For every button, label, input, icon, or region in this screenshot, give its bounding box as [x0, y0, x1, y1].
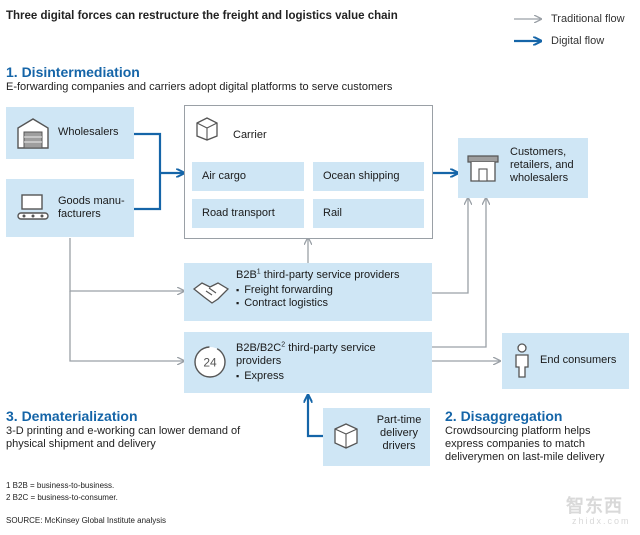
- wholesalers-box: Wholesalers: [6, 107, 134, 159]
- b2b-item-contract: Contract logistics: [236, 297, 333, 310]
- customers-label: Customers, retailers, and wholesalers: [510, 146, 574, 184]
- section-3-title: 3. Dematerialization: [6, 408, 138, 424]
- section-2-title: 2. Disaggregation: [445, 408, 563, 424]
- customers-box: Customers, retailers, and wholesalers: [458, 138, 588, 198]
- traditional-flow-down-left-2: [69, 291, 184, 361]
- section-1-title: 1. Disintermediation: [6, 64, 140, 80]
- b2b-items: Freight forwarding Contract logistics: [236, 284, 333, 310]
- b2b-title: B2B1 third-party service providers: [236, 268, 400, 282]
- road-transport-label: Road transport: [202, 207, 275, 219]
- air-cargo-box: Air cargo: [192, 162, 304, 191]
- factory-conveyor-icon: [17, 194, 49, 220]
- svg-text:24: 24: [203, 356, 217, 370]
- manufacturers-label: Goods manu- facturers: [58, 195, 125, 220]
- b2b-item-freight: Freight forwarding: [236, 284, 333, 297]
- rail-label: Rail: [323, 207, 342, 219]
- footnote-1: 1 B2B = business-to-business.: [6, 481, 115, 490]
- traditional-flow-b2b-customers: [432, 198, 468, 294]
- b2c-item-express: Express: [236, 370, 284, 383]
- air-cargo-label: Air cargo: [202, 170, 247, 182]
- carrier-group: Carrier Air cargo Ocean shipping Road tr…: [184, 105, 433, 239]
- person-icon: [515, 343, 529, 378]
- b2c-title: B2B/B2C2 third-party service providers: [236, 341, 416, 368]
- package-icon: [196, 117, 218, 141]
- b2b-title-b: third-party service providers: [260, 269, 400, 281]
- warehouse-icon: [17, 118, 49, 149]
- handshake-icon: [192, 282, 230, 304]
- storefront-icon: [467, 155, 499, 182]
- b2c-title-a: B2B/B2C: [236, 342, 282, 354]
- watermark-logo: 智东西: [566, 496, 623, 516]
- parcel-icon: [334, 423, 358, 449]
- b2b-providers-box: B2B1 third-party service providers Freig…: [184, 263, 432, 321]
- digital-flow-wholesalers: [134, 132, 162, 173]
- rail-box: Rail: [313, 199, 424, 228]
- footnote-2: 2 B2C = business-to-consumer.: [6, 493, 118, 502]
- ocean-shipping-box: Ocean shipping: [313, 162, 424, 191]
- source-note: SOURCE: McKinsey Global Institute analys…: [6, 516, 167, 525]
- section-2-desc: Crowdsourcing platform helps express com…: [445, 425, 605, 463]
- ocean-shipping-label: Ocean shipping: [323, 170, 400, 182]
- carrier-label: Carrier: [233, 129, 267, 141]
- end-consumers-box: End consumers: [502, 333, 629, 389]
- traditional-flow-b2c-customers: [432, 198, 486, 348]
- section-1-desc: E-forwarding companies and carriers adop…: [6, 81, 393, 93]
- end-consumers-label: End consumers: [540, 354, 617, 366]
- watermark-url: zhidx.com: [572, 516, 631, 526]
- b2b-title-a: B2B: [236, 269, 257, 281]
- parttime-drivers-box: Part-time delivery drivers: [323, 408, 430, 466]
- legend-traditional: Traditional flow: [551, 13, 625, 25]
- parttime-label: Part-time delivery drivers: [376, 414, 422, 452]
- b2c-title-b: third-party service providers: [236, 342, 376, 367]
- wholesalers-label: Wholesalers: [58, 126, 119, 138]
- legend-digital: Digital flow: [551, 35, 605, 47]
- diagram-title: Three digital forces can restructure the…: [6, 10, 398, 22]
- manufacturers-box: Goods manu- facturers: [6, 179, 134, 237]
- traditional-flow-down-left: [69, 238, 184, 291]
- section-3-desc: 3-D printing and e-working can lower dem…: [6, 425, 241, 450]
- b2c-providers-box: 24 B2B/B2C2 third-party service provider…: [184, 332, 432, 393]
- b2b-sup: 1: [256, 268, 261, 276]
- road-transport-box: Road transport: [192, 199, 304, 228]
- b2c-sup: 2: [281, 341, 286, 349]
- digital-flow-manufacturers: [134, 173, 162, 211]
- digital-flow-parttime: [308, 395, 323, 438]
- b2c-items: Express: [236, 370, 284, 383]
- 24-hour-clock-icon: 24: [194, 346, 226, 378]
